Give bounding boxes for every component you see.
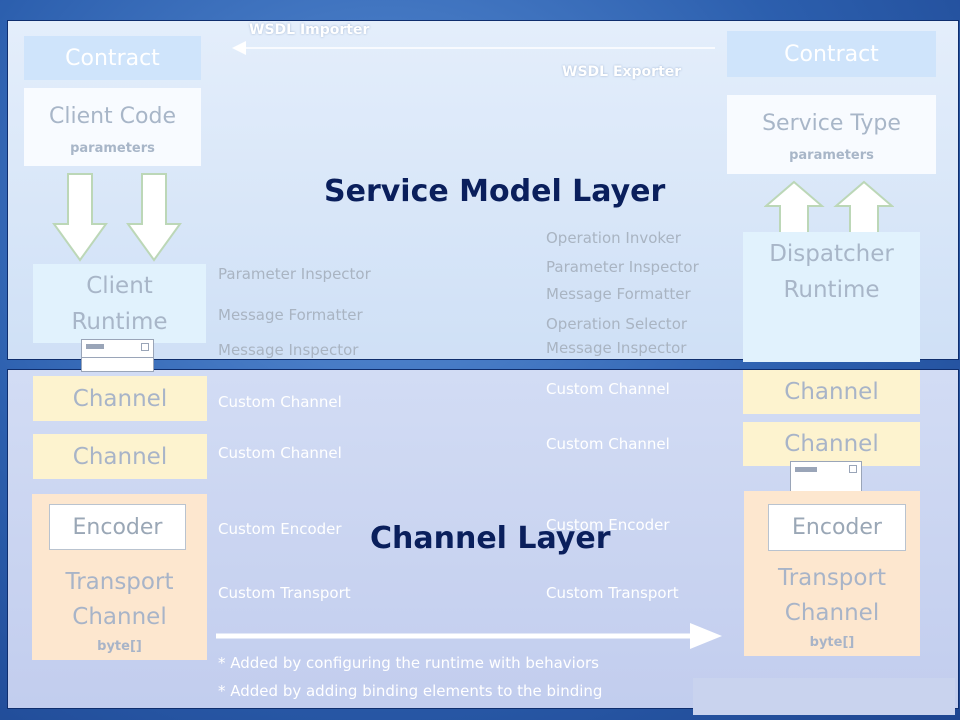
client-channel-2: Channel (33, 434, 207, 479)
service-message-formatter: Message Formatter (546, 285, 691, 303)
channel-layer-heading: Channel Layer (370, 521, 611, 556)
service-encoder-label: Encoder (792, 515, 882, 540)
client-contract: Contract (24, 36, 201, 80)
client-transport-line1: Transport (65, 569, 174, 595)
service-channel-2: Channel (743, 422, 920, 466)
service-custom-channel-2: Custom Channel (546, 435, 670, 453)
client-transport-line2: Channel (72, 604, 167, 630)
service-contract: Contract (727, 31, 936, 77)
wsdl-importer-label: WSDL Importer (249, 22, 370, 38)
service-operation-selector: Operation Selector (546, 315, 688, 333)
client-custom-channel-2: Custom Channel (218, 444, 342, 462)
up-arrow-icon (764, 180, 894, 235)
service-operation-invoker: Operation Invoker (546, 229, 681, 247)
client-contract-label: Contract (65, 45, 160, 71)
dispatcher-runtime-line2: Runtime (783, 277, 880, 303)
service-channel-1: Channel (743, 370, 920, 414)
right-arrow-icon (216, 623, 722, 649)
client-parameter-inspector: Parameter Inspector (218, 265, 371, 283)
client-custom-channel-1: Custom Channel (218, 393, 342, 411)
service-channel-2-label: Channel (784, 431, 879, 457)
footnote-binding: * Added by adding binding elements to th… (218, 682, 603, 700)
bottom-strip (693, 678, 955, 715)
down-arrow-icon (52, 173, 182, 262)
client-custom-transport: Custom Transport (218, 584, 351, 602)
client-transport-bytes: byte[] (97, 639, 142, 654)
service-custom-encoder: Custom Encoder (546, 516, 670, 534)
service-channel-1-label: Channel (784, 379, 879, 405)
service-model-layer-heading: Service Model Layer (324, 174, 666, 209)
service-type-parameters: parameters (789, 148, 874, 163)
client-code-title: Client Code (48, 103, 176, 129)
client-runtime-line1: Client (86, 272, 153, 299)
client-code-box: Client Code parameters (24, 88, 201, 166)
client-channel-1: Channel (33, 376, 207, 421)
service-custom-transport: Custom Transport (546, 584, 679, 602)
client-custom-encoder: Custom Encoder (218, 520, 342, 538)
service-type-box: Service Type parameters (727, 95, 936, 174)
dispatcher-runtime-line1: Dispatcher (769, 241, 894, 267)
client-encoder: Encoder (49, 504, 186, 550)
client-runtime-box: Client Runtime (33, 264, 206, 343)
service-encoder: Encoder (768, 504, 906, 551)
client-channel-2-label: Channel (72, 443, 168, 470)
dispatcher-runtime-box: Dispatcher Runtime (743, 232, 920, 362)
client-message-formatter: Message Formatter (218, 306, 363, 324)
service-parameter-inspector: Parameter Inspector (546, 258, 699, 276)
client-channel-1-label: Channel (72, 385, 168, 412)
left-arrow-icon (232, 41, 715, 55)
service-custom-channel-1: Custom Channel (546, 380, 670, 398)
footnote-behaviors: * Added by configuring the runtime with … (218, 654, 599, 672)
client-extension-widget (81, 339, 154, 372)
service-transport-bytes: byte[] (809, 635, 855, 650)
wsdl-exporter-label: WSDL Exporter (562, 64, 682, 80)
service-transport-line2: Channel (784, 600, 880, 626)
service-contract-label: Contract (784, 41, 879, 67)
service-message-inspector: Message Inspector (546, 339, 687, 357)
client-message-inspector: Message Inspector (218, 341, 359, 359)
client-runtime-line2: Runtime (71, 308, 168, 335)
service-type-title: Service Type (762, 111, 901, 136)
service-transport-line1: Transport (778, 565, 886, 591)
client-encoder-label: Encoder (72, 514, 163, 540)
client-code-parameters: parameters (70, 140, 155, 156)
